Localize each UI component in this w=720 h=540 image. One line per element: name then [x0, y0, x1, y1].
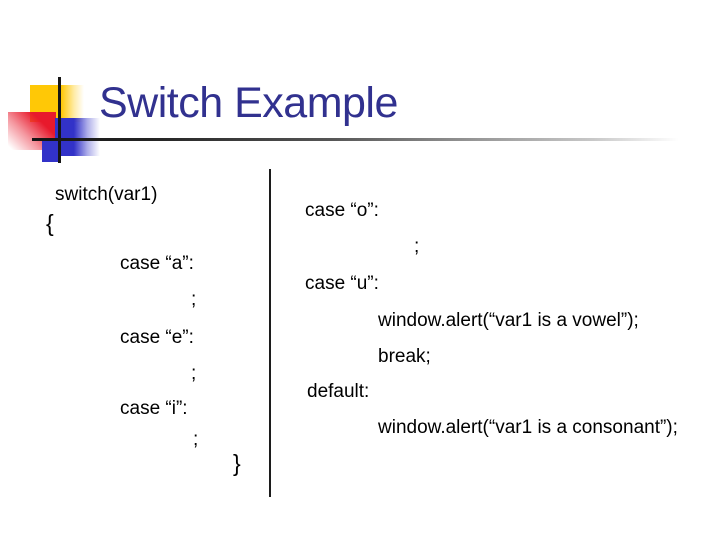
code-column-divider [269, 169, 271, 497]
code-line: } [233, 450, 241, 476]
title-underline-rule [32, 138, 692, 141]
code-line: break; [378, 346, 431, 367]
code-line: switch(var1) [55, 184, 158, 205]
code-line: case “a”: [120, 253, 194, 274]
code-line: window.alert(“var1 is a vowel”); [378, 310, 639, 331]
code-line: case “i”: [120, 398, 188, 419]
code-line: window.alert(“var1 is a consonant”); [378, 417, 678, 438]
code-line: ; [191, 363, 197, 384]
code-line: case “o”: [305, 200, 379, 221]
decor-blue-small-square [42, 141, 61, 162]
decor-blue-square [55, 118, 100, 156]
decor-crosshair-vertical-line [58, 77, 61, 163]
code-line: ; [414, 236, 420, 257]
code-line: default: [307, 381, 370, 402]
code-line: ; [191, 289, 197, 310]
code-line: { [46, 210, 54, 236]
slide-title: Switch Example [99, 79, 398, 127]
code-line: ; [193, 429, 199, 450]
code-line: case “u”: [305, 273, 379, 294]
code-line: case “e”: [120, 327, 194, 348]
